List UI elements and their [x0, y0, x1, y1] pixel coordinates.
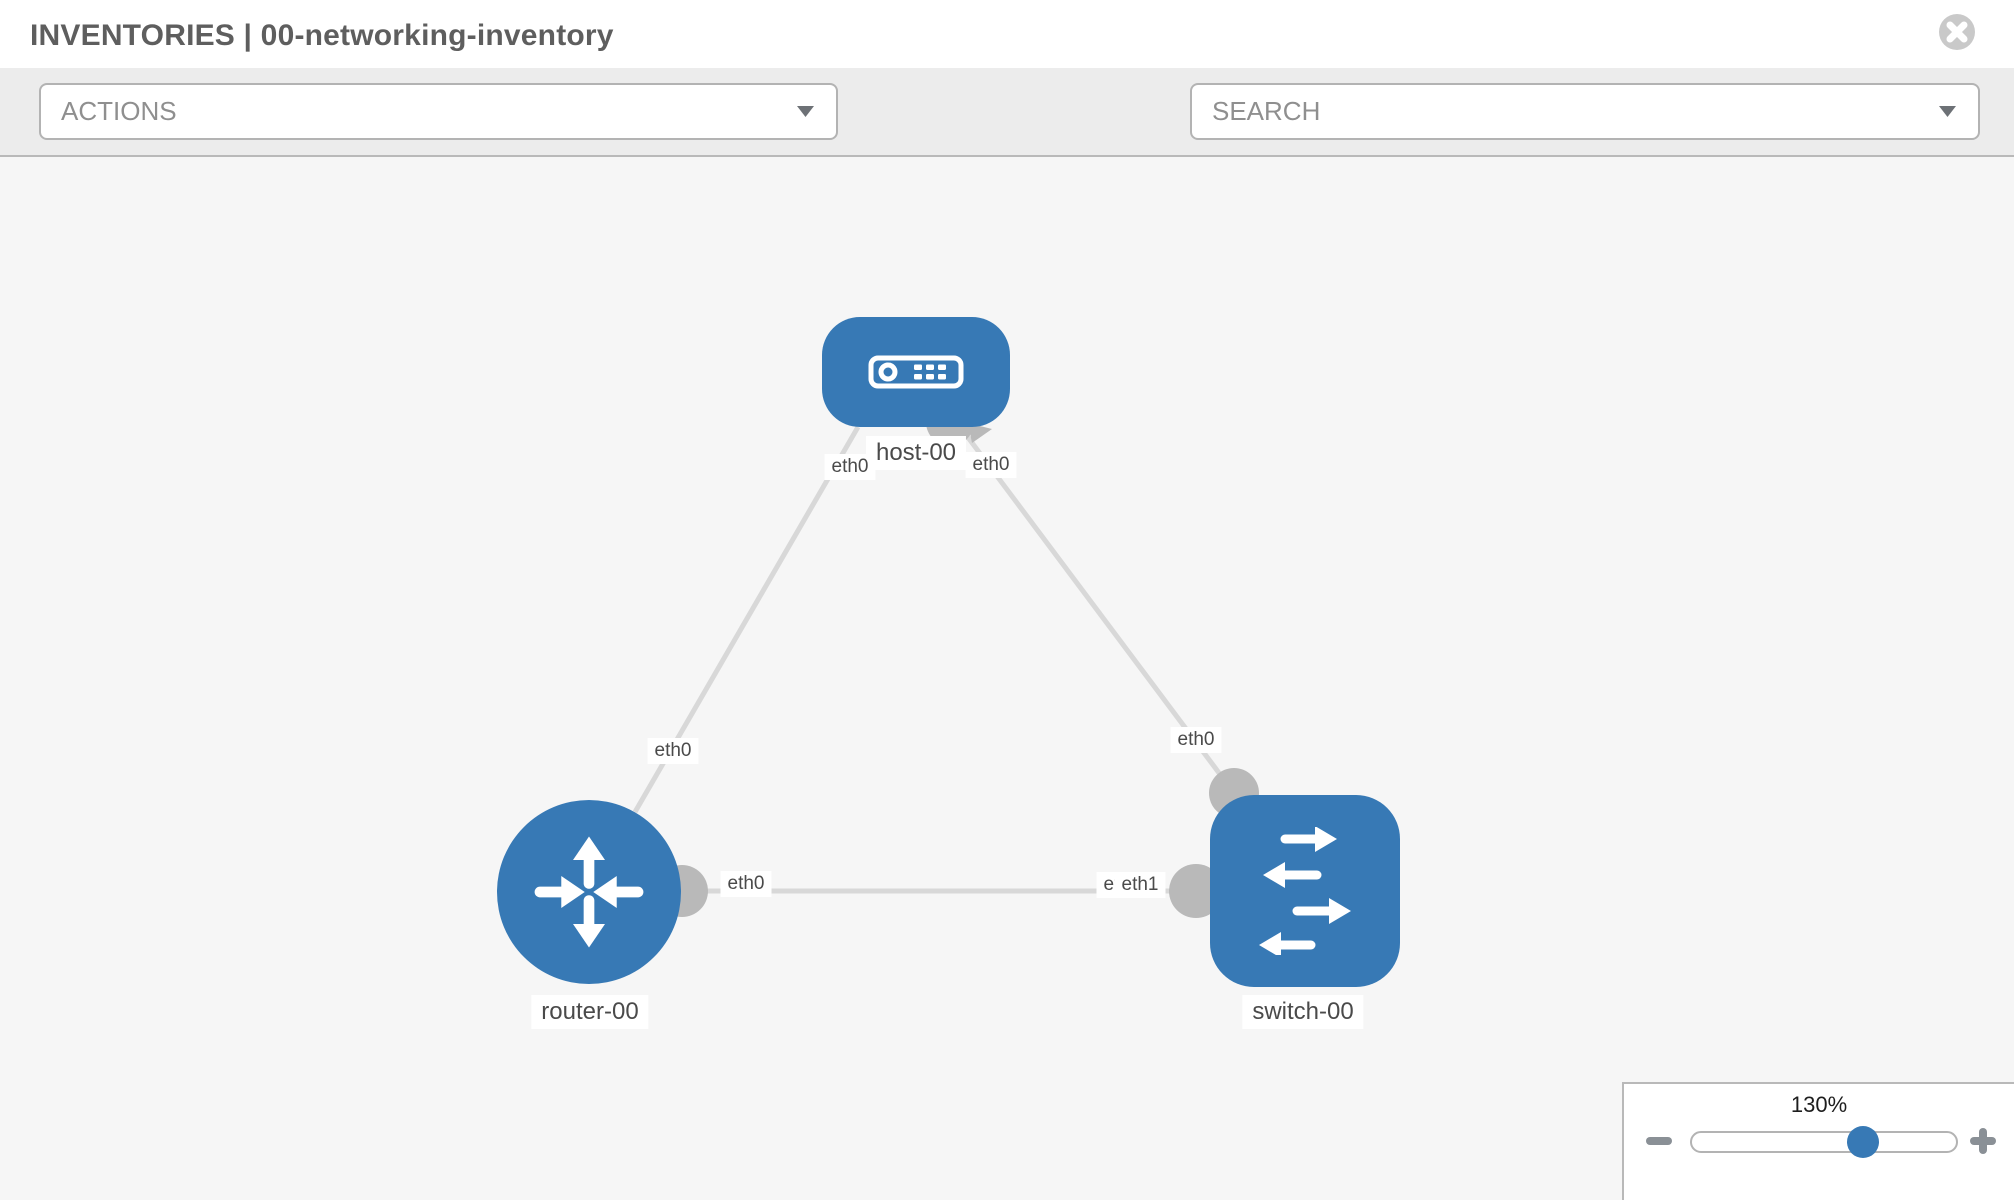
toolbar: ACTIONS SEARCH: [0, 68, 2014, 200]
zoom-panel: 130%: [1622, 1082, 2014, 1200]
interface-switch-left[interactable]: [1169, 864, 1223, 918]
topology-canvas[interactable]: host-00 router-00 switch-00 eth0 eth0 et…: [0, 157, 2014, 1200]
link-arrowhead: [968, 423, 992, 443]
zoom-level: 130%: [1790, 1092, 1848, 1117]
page-title: INVENTORIES | 00-networking-inventory: [30, 19, 614, 52]
host-icon: [868, 355, 964, 389]
plus-icon: [1979, 1128, 1987, 1154]
node-label-host: host-00: [865, 436, 967, 470]
node-host-00[interactable]: [822, 317, 1010, 427]
node-label-router: router-00: [531, 995, 649, 1029]
close-icon: [1939, 14, 1975, 50]
interface-label-eth1: eth1: [1114, 872, 1166, 898]
node-switch-00[interactable]: [1210, 795, 1400, 987]
interface-label-eth0: eth0: [1170, 727, 1222, 753]
zoom-slider-handle[interactable]: [1847, 1126, 1879, 1158]
node-router-00[interactable]: [497, 800, 681, 984]
header: INVENTORIES | 00-networking-inventory: [0, 0, 2014, 68]
node-label-switch: switch-00: [1242, 995, 1364, 1029]
zoom-out-button[interactable]: [1642, 1124, 1676, 1158]
zoom-in-button[interactable]: [1966, 1124, 2000, 1158]
zoom-slider[interactable]: [1690, 1126, 1958, 1158]
links-layer: [632, 398, 1259, 918]
interface-label-eth0: eth0: [824, 454, 876, 480]
interface-label-eth0: eth0: [647, 738, 699, 764]
actions-dropdown-label: ACTIONS: [61, 96, 177, 126]
search-input[interactable]: SEARCH: [1212, 96, 1321, 126]
chevron-down-icon: [1939, 106, 1956, 117]
interface-label-eth0: eth0: [965, 452, 1017, 478]
switch-icon: [1259, 827, 1351, 955]
search-dropdown[interactable]: SEARCH: [1190, 83, 1980, 140]
close-button[interactable]: [1938, 13, 1976, 51]
router-icon: [534, 836, 644, 948]
actions-dropdown[interactable]: ACTIONS: [39, 83, 838, 140]
chevron-down-icon: [797, 106, 814, 117]
minus-icon: [1646, 1137, 1672, 1145]
interface-label-eth0: eth0: [720, 871, 772, 897]
